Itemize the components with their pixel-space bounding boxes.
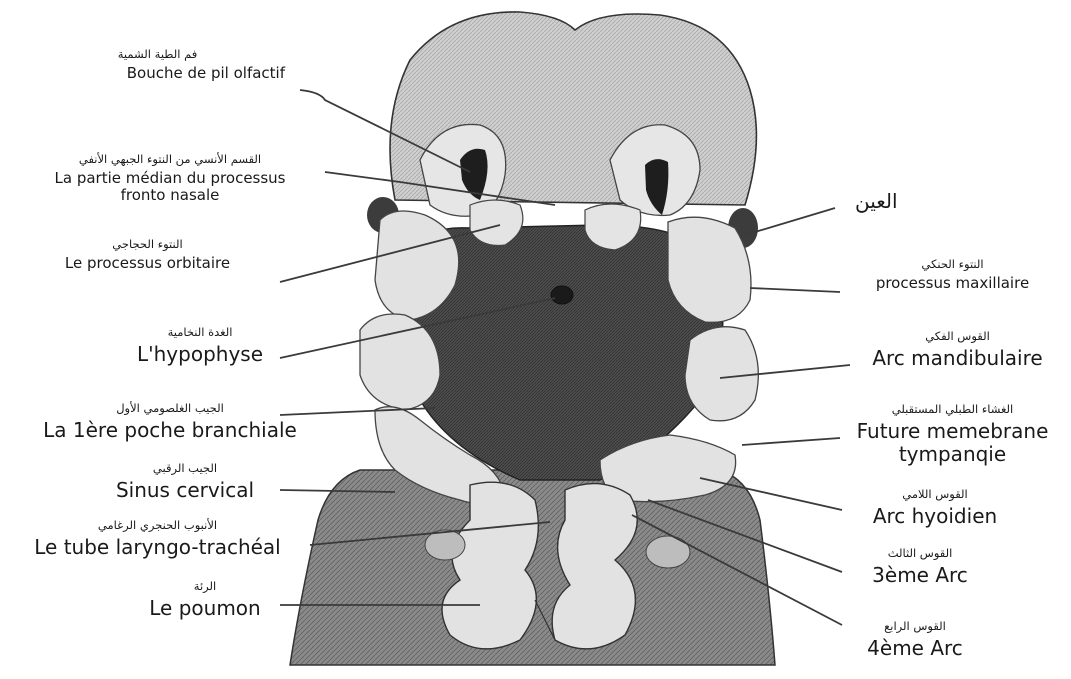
label-tube-fr: Le tube laryngo-trachéal [0, 536, 315, 559]
label-poumon-fr: Le poumon [125, 597, 285, 620]
label-arc4-ar: القوس الرابع [835, 620, 995, 633]
label-partie-mediane-fr2: fronto nasale [0, 187, 340, 204]
label-arc4-fr: 4ème Arc [835, 637, 995, 660]
label-bouche-pit: فم الطية الشمية Bouche de pil olfactif [30, 48, 285, 82]
label-mandibulaire: القوس الفكي Arc mandibulaire [850, 330, 1065, 370]
label-hyoidien: القوس اللامي Arc hyoidien [845, 488, 1025, 528]
label-maxillaire-ar: النتوء الحنكي [840, 258, 1065, 271]
label-poche1-fr: La 1ère poche branchiale [0, 419, 340, 442]
label-arc3-fr: 3ème Arc [845, 564, 995, 587]
label-partie-mediane: القسم الأنسي من النتوء الجبهي الأنفي La … [0, 153, 340, 205]
label-hypophyse-fr: L'hypophyse [120, 343, 280, 366]
label-partie-mediane-ar: القسم الأنسي من النتوء الجبهي الأنفي [0, 153, 340, 166]
label-sinus-fr: Sinus cervical [90, 479, 280, 502]
label-arc3-ar: القوس الثالث [845, 547, 995, 560]
label-tympan-fr1: Future memebrane [835, 420, 1070, 443]
label-maxillaire: النتوء الحنكي processus maxillaire [840, 258, 1065, 292]
label-orbitaire-fr: Le processus orbitaire [15, 255, 280, 272]
label-bouche-pit-fr: Bouche de pil olfactif [30, 65, 285, 82]
label-tympan-fr2: tympanqie [835, 443, 1070, 466]
mandibular-right [685, 327, 758, 421]
label-tube-ar: الأنبوب الحنجري الرغامي [0, 519, 315, 532]
label-tympan-ar: الغشاء الطبلي المستقبلي [835, 403, 1070, 416]
label-arc4: القوس الرابع 4ème Arc [835, 620, 995, 660]
label-poumon: الرئة Le poumon [125, 580, 285, 620]
hypophysis-pit [551, 286, 573, 304]
label-arc3: القوس الثالث 3ème Arc [845, 547, 995, 587]
label-tympan: الغشاء الطبلي المستقبلي Future memebrane… [835, 403, 1070, 466]
label-mandibulaire-ar: القوس الفكي [850, 330, 1065, 343]
label-poche1: الجيب الغلصومي الأول La 1ère poche branc… [0, 402, 340, 442]
leader-maxillaire [750, 288, 840, 292]
label-poumon-ar: الرئة [125, 580, 285, 593]
leader-tympan [742, 438, 840, 445]
label-hypophyse-ar: الغدة النخامية [120, 326, 280, 339]
label-oeil-ar: العين [855, 190, 898, 213]
label-mandibulaire-fr: Arc mandibulaire [850, 347, 1065, 370]
label-poche1-ar: الجيب الغلصومي الأول [0, 402, 340, 415]
label-maxillaire-fr: processus maxillaire [840, 275, 1065, 292]
label-sinus-ar: الجيب الرقبي [90, 462, 280, 475]
label-sinus: الجيب الرقبي Sinus cervical [90, 462, 280, 502]
label-orbitaire-ar: النتوء الحجاجي [15, 238, 280, 251]
label-hyoidien-ar: القوس اللامي [845, 488, 1025, 501]
label-bouche-pit-ar: فم الطية الشمية [30, 48, 285, 61]
label-hypophyse: الغدة النخامية L'hypophyse [120, 326, 280, 366]
label-orbitaire: النتوء الحجاجي Le processus orbitaire [15, 238, 280, 272]
label-tube: الأنبوب الحنجري الرغامي Le tube laryngo-… [0, 519, 315, 559]
label-partie-mediane-fr1: La partie médian du processus [0, 170, 340, 187]
leader-oeil [745, 208, 835, 235]
label-hyoidien-fr: Arc hyoidien [845, 505, 1025, 528]
